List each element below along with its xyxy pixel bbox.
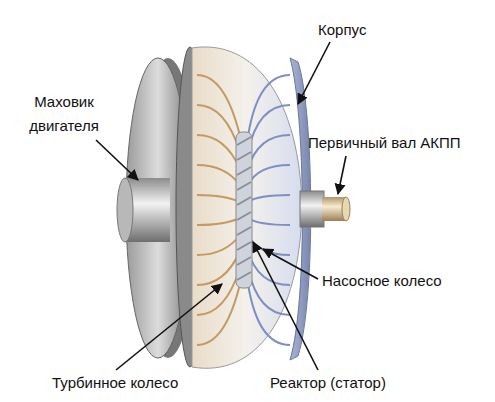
part-label: Реактор (статор) xyxy=(270,373,386,393)
part-label: Корпус xyxy=(318,20,366,40)
part-label: Маховик двигателя xyxy=(22,90,106,138)
part-label: Турбинное колесо xyxy=(52,373,178,393)
stator-blades xyxy=(237,137,251,280)
part-label: Первичный вал АКПП xyxy=(308,133,461,153)
leader-lines xyxy=(96,42,346,370)
part-label: Насосное колесо xyxy=(322,271,442,291)
shaft-collar xyxy=(300,191,324,227)
casing-body xyxy=(192,47,302,368)
stator xyxy=(236,132,252,288)
turbine-blades xyxy=(197,75,240,345)
hub-end xyxy=(117,178,133,242)
pump-blades xyxy=(248,75,290,345)
shaft-end xyxy=(342,197,350,221)
